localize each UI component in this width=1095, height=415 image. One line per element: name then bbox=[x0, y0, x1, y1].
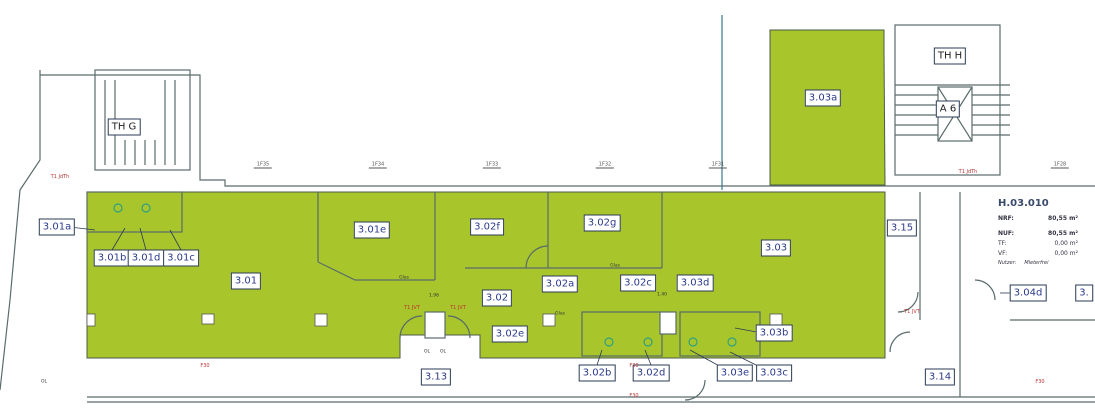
elevator-label-a6: A 6 bbox=[935, 100, 961, 118]
wall-outer-left bbox=[0, 70, 41, 391]
fire-rating-label: F30 bbox=[200, 363, 210, 369]
nutzer-value: Mieterfrei bbox=[1024, 260, 1049, 266]
room-label-3-03d[interactable]: 3.03d bbox=[676, 274, 714, 292]
wc-bowl-icon bbox=[727, 337, 737, 347]
room-label-3-15[interactable]: 3.15 bbox=[886, 219, 918, 237]
dimension-label: 1.96 bbox=[428, 293, 440, 299]
window-label: 1F32 bbox=[595, 162, 615, 169]
room-label-3-03e[interactable]: 3.03e bbox=[716, 364, 754, 382]
window-label: 1F31 bbox=[708, 162, 728, 169]
shaft-2 bbox=[659, 311, 677, 335]
wall-outer-top bbox=[40, 74, 885, 187]
leader-3-01d bbox=[139, 227, 147, 251]
window-label: 1F34 bbox=[368, 162, 388, 169]
door-arc-3-02a bbox=[525, 245, 549, 269]
door-label: T1 JdTh bbox=[958, 169, 978, 175]
wc-bowl-icon bbox=[688, 337, 698, 347]
door-open-label: OL bbox=[439, 349, 447, 355]
door-arc-3-13a bbox=[399, 315, 423, 339]
room-label-3-02c[interactable]: 3.02c bbox=[620, 274, 656, 292]
door-open-label: OL bbox=[423, 349, 431, 355]
wc-bowl-icon bbox=[141, 203, 151, 213]
room-label-3-04d[interactable]: 3.04d bbox=[1009, 284, 1047, 302]
room-label-3-01[interactable]: 3.01 bbox=[230, 272, 262, 290]
room-area-3-03a bbox=[769, 29, 886, 186]
room-label-3-03a[interactable]: 3.03a bbox=[804, 89, 842, 107]
nutzer-label: Nutzer: bbox=[998, 260, 1017, 266]
stair-label-th-g: TH G bbox=[107, 118, 141, 136]
room-label-3-02e[interactable]: 3.02e bbox=[491, 325, 529, 343]
room-area-main bbox=[86, 191, 886, 359]
wc-bowl-icon bbox=[113, 203, 123, 213]
window-label: 1F35 bbox=[253, 162, 273, 169]
vf-label: VF: bbox=[998, 250, 1008, 257]
room-label-3-03c[interactable]: 3.03c bbox=[756, 364, 792, 382]
window-label: 1F28 bbox=[1050, 162, 1070, 169]
room-id: H.03.010 bbox=[998, 198, 1049, 209]
wall-3-01e-glass bbox=[317, 261, 435, 281]
wc-bowl-icon bbox=[643, 337, 653, 347]
stair-label-th-h: TH H bbox=[933, 47, 967, 65]
column-5 bbox=[86, 313, 96, 327]
nuf-value: 80,55 m² bbox=[1048, 230, 1078, 237]
leader-3-01b bbox=[111, 227, 126, 251]
door-arc-corridor bbox=[684, 379, 706, 401]
room-label-3-01e[interactable]: 3.01e bbox=[353, 221, 391, 239]
room-label-3-02[interactable]: 3.02 bbox=[481, 289, 513, 307]
door-arc-3-13b bbox=[447, 315, 471, 339]
tf-value: 0,00 m² bbox=[1054, 240, 1078, 247]
column-1 bbox=[201, 313, 215, 325]
leader-3-02b bbox=[596, 349, 603, 366]
room-label-3-02b[interactable]: 3.02b bbox=[578, 364, 616, 382]
door-open-label: OL bbox=[40, 379, 48, 385]
wc-bowl-icon bbox=[604, 337, 614, 347]
column-3 bbox=[542, 313, 556, 327]
room-label-3-01d[interactable]: 3.01d bbox=[127, 249, 165, 267]
room-label-3-03[interactable]: 3.03 bbox=[760, 239, 792, 257]
door-arc-3-15 bbox=[897, 291, 919, 313]
shaft bbox=[424, 311, 446, 339]
door-arc-3-14 bbox=[889, 331, 911, 353]
room-label-3-01b[interactable]: 3.01b bbox=[93, 249, 131, 267]
column-2 bbox=[314, 313, 328, 327]
fire-rating-label: F30 bbox=[629, 393, 639, 399]
room-label-3-02d[interactable]: 3.02d bbox=[632, 364, 670, 382]
room-info-panel: H.03.010 NRF: 80,55 m² NUF: 80,55 m² TF: 0,… bbox=[998, 198, 1078, 269]
room-label-3-13[interactable]: 3.13 bbox=[420, 368, 452, 386]
wc-block-3-01 bbox=[86, 191, 183, 233]
glass-label: Glas bbox=[399, 275, 409, 281]
room-label-partial[interactable]: 3. bbox=[1075, 284, 1093, 302]
door-label: T1 JVT bbox=[904, 309, 920, 315]
room-label-3-14[interactable]: 3.14 bbox=[924, 368, 956, 386]
tf-label: TF: bbox=[998, 240, 1007, 247]
dimension-label: 1.40 bbox=[656, 292, 668, 298]
room-label-3-02a[interactable]: 3.02a bbox=[541, 275, 579, 293]
fire-rating-label: F30 bbox=[629, 363, 639, 369]
room-label-3-01a[interactable]: 3.01a bbox=[38, 218, 76, 236]
room-label-3-01c[interactable]: 3.01c bbox=[163, 249, 199, 267]
stair-th-g bbox=[94, 69, 191, 171]
door-arc-3-04d bbox=[974, 279, 996, 301]
glass-label: Glas bbox=[555, 311, 565, 317]
door-label: T1 JVT bbox=[450, 305, 466, 311]
glass-label: Glas bbox=[610, 263, 620, 269]
nrf-label: NRF: bbox=[998, 215, 1014, 222]
nuf-label: NUF: bbox=[998, 230, 1015, 237]
window-label: 1F33 bbox=[482, 162, 502, 169]
room-label-3-03b[interactable]: 3.03b bbox=[755, 324, 793, 342]
room-label-3-02f[interactable]: 3.02f bbox=[470, 218, 504, 236]
stair-th-h bbox=[894, 24, 1001, 176]
vf-value: 0,00 m² bbox=[1054, 250, 1078, 257]
leader-3-02d bbox=[644, 349, 652, 366]
leader-3-01c bbox=[169, 229, 182, 251]
fire-rating-label: F30 bbox=[1035, 379, 1045, 385]
door-label: T1 JdTh bbox=[50, 174, 70, 180]
nrf-value: 80,55 m² bbox=[1048, 215, 1078, 222]
room-label-3-02g[interactable]: 3.02g bbox=[583, 214, 621, 232]
door-label: T1 JVT bbox=[404, 305, 420, 311]
